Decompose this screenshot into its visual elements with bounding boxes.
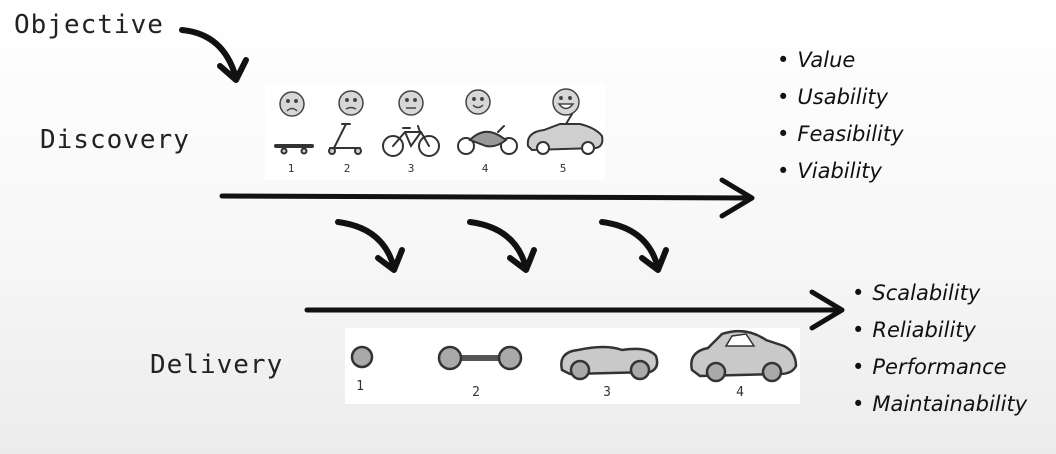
quality-reliability: Reliability bbox=[852, 312, 1027, 349]
sad-face-icon bbox=[279, 91, 305, 117]
objective-label: Objective bbox=[14, 10, 164, 40]
delivery-step-label: 3 bbox=[603, 385, 611, 400]
bicycle-icon bbox=[382, 125, 440, 157]
discovery-step-label: 5 bbox=[560, 162, 567, 175]
delivery-step-label: 2 bbox=[472, 385, 480, 400]
quality-feasibility: Feasibility bbox=[777, 116, 903, 153]
smiling-face-icon bbox=[465, 89, 491, 115]
skateboard-icon bbox=[274, 144, 314, 155]
quality-value: Value bbox=[777, 42, 904, 79]
car-icon bbox=[690, 329, 798, 383]
quality-viability: Viability bbox=[777, 153, 904, 190]
quality-maintainability: Maintainability bbox=[852, 386, 1027, 423]
flow-curved-arrow-1 bbox=[335, 219, 405, 273]
flow-curved-arrow-2 bbox=[467, 219, 537, 273]
scooter-icon bbox=[328, 123, 362, 155]
quality-usability: Usability bbox=[777, 79, 904, 116]
discovery-label: Discovery bbox=[40, 125, 190, 155]
discovery-timeline-arrow bbox=[219, 177, 755, 219]
axle-icon bbox=[437, 345, 523, 371]
quality-scalability: Scalability bbox=[852, 275, 1027, 312]
discovery-qualities-list: Value Usability Feasibility Viability bbox=[777, 42, 904, 190]
discovery-step-label: 3 bbox=[408, 162, 415, 175]
delivery-step-label: 1 bbox=[356, 379, 364, 394]
objective-curved-arrow bbox=[179, 27, 249, 83]
motorcycle-icon bbox=[457, 125, 518, 155]
convertible-car-icon bbox=[526, 113, 604, 155]
discovery-step-label: 4 bbox=[482, 162, 489, 175]
delivery-qualities-list: Scalability Reliability Performance Main… bbox=[852, 275, 1027, 423]
flow-curved-arrow-3 bbox=[599, 219, 669, 273]
quality-performance: Performance bbox=[852, 349, 1027, 386]
delivery-label: Delivery bbox=[150, 350, 284, 380]
happy-face-icon bbox=[552, 88, 580, 116]
delivery-step-label: 4 bbox=[736, 385, 744, 400]
wheel-icon bbox=[350, 345, 374, 369]
car-body-icon bbox=[560, 345, 659, 381]
delivery-timeline-arrow bbox=[304, 289, 845, 331]
discovery-step-label: 1 bbox=[288, 162, 295, 175]
discovery-step-label: 2 bbox=[344, 162, 351, 175]
unhappy-face-icon bbox=[338, 90, 364, 116]
neutral-face-icon bbox=[398, 90, 424, 116]
